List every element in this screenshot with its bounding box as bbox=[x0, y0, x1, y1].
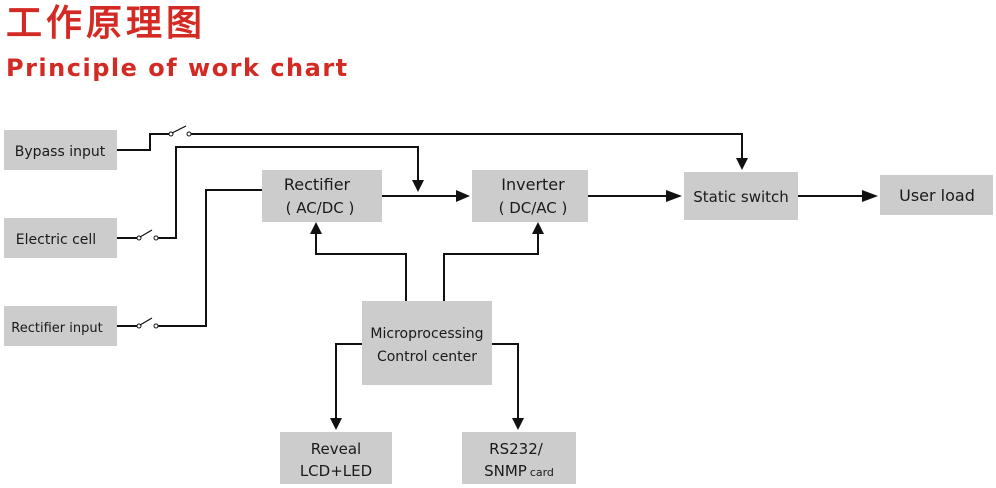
arrow-up-rect bbox=[310, 222, 322, 234]
rectifier-node: Rectifier ( AC/DC ) bbox=[262, 170, 382, 222]
title-english: Principle of work chart bbox=[6, 54, 349, 82]
arrow-to-static bbox=[666, 190, 682, 202]
switch-node bbox=[153, 323, 159, 329]
static-switch-node: Static switch bbox=[684, 172, 798, 220]
arrow-to-reveal bbox=[330, 418, 342, 430]
rs232-snmp: SNMP bbox=[484, 462, 527, 480]
bypass-input-label: Bypass input bbox=[15, 144, 106, 160]
rs232-card: card bbox=[530, 466, 554, 479]
rectifier-label: Rectifier bbox=[284, 175, 351, 194]
reveal-node: Reveal LCD+LED bbox=[280, 432, 392, 484]
wire-cell-bus bbox=[158, 146, 419, 239]
switch-blade bbox=[139, 317, 153, 326]
micro-label-line2: Control center bbox=[377, 349, 477, 365]
rs232-label: RS232/ bbox=[489, 440, 544, 458]
electric-cell-label: Electric cell bbox=[16, 232, 96, 248]
micro-label-line1: Microprocessing bbox=[370, 326, 483, 342]
wire-micro-to-reveal bbox=[335, 343, 362, 420]
wire-micro-to-inv bbox=[443, 232, 539, 301]
wire-bypass bbox=[117, 133, 170, 151]
wire-micro-to-rect bbox=[315, 232, 407, 301]
arrow-cell-down bbox=[412, 180, 424, 192]
user-load-label: User load bbox=[899, 186, 975, 205]
switch-node bbox=[153, 235, 159, 241]
user-load-node: User load bbox=[880, 175, 993, 215]
arrow-to-static-switch bbox=[736, 158, 748, 170]
switch-node bbox=[186, 131, 192, 137]
arrow-up-inv bbox=[532, 222, 544, 234]
inverter-sublabel: ( DC/AC ) bbox=[499, 199, 568, 217]
reveal-sublabel: LCD+LED bbox=[300, 462, 372, 480]
switch-blade bbox=[139, 229, 153, 238]
title-chinese: 工作原理图 bbox=[6, 3, 207, 44]
inverter-label: Inverter bbox=[501, 175, 565, 194]
wire-rectifier-feed bbox=[158, 189, 262, 327]
micro-control-node: Microprocessing Control center bbox=[362, 301, 492, 385]
static-switch-label: Static switch bbox=[693, 188, 789, 206]
wire-micro-to-rs232 bbox=[492, 343, 519, 420]
rectifier-input-label: Rectifier input bbox=[11, 321, 102, 336]
switch-blade bbox=[171, 125, 187, 134]
rectifier-sublabel: ( AC/DC ) bbox=[286, 199, 355, 217]
reveal-label: Reveal bbox=[311, 440, 361, 458]
arrow-to-load bbox=[862, 190, 878, 202]
arrow-to-rs232 bbox=[512, 418, 524, 430]
inverter-node: Inverter ( DC/AC ) bbox=[472, 170, 588, 222]
wire-bypass-bus bbox=[191, 133, 743, 160]
bypass-input-node: Bypass input bbox=[4, 130, 117, 170]
electric-cell-node: Electric cell bbox=[4, 218, 117, 258]
rectifier-input-node: Rectifier input bbox=[4, 306, 117, 346]
arrow-to-inverter bbox=[456, 190, 470, 202]
